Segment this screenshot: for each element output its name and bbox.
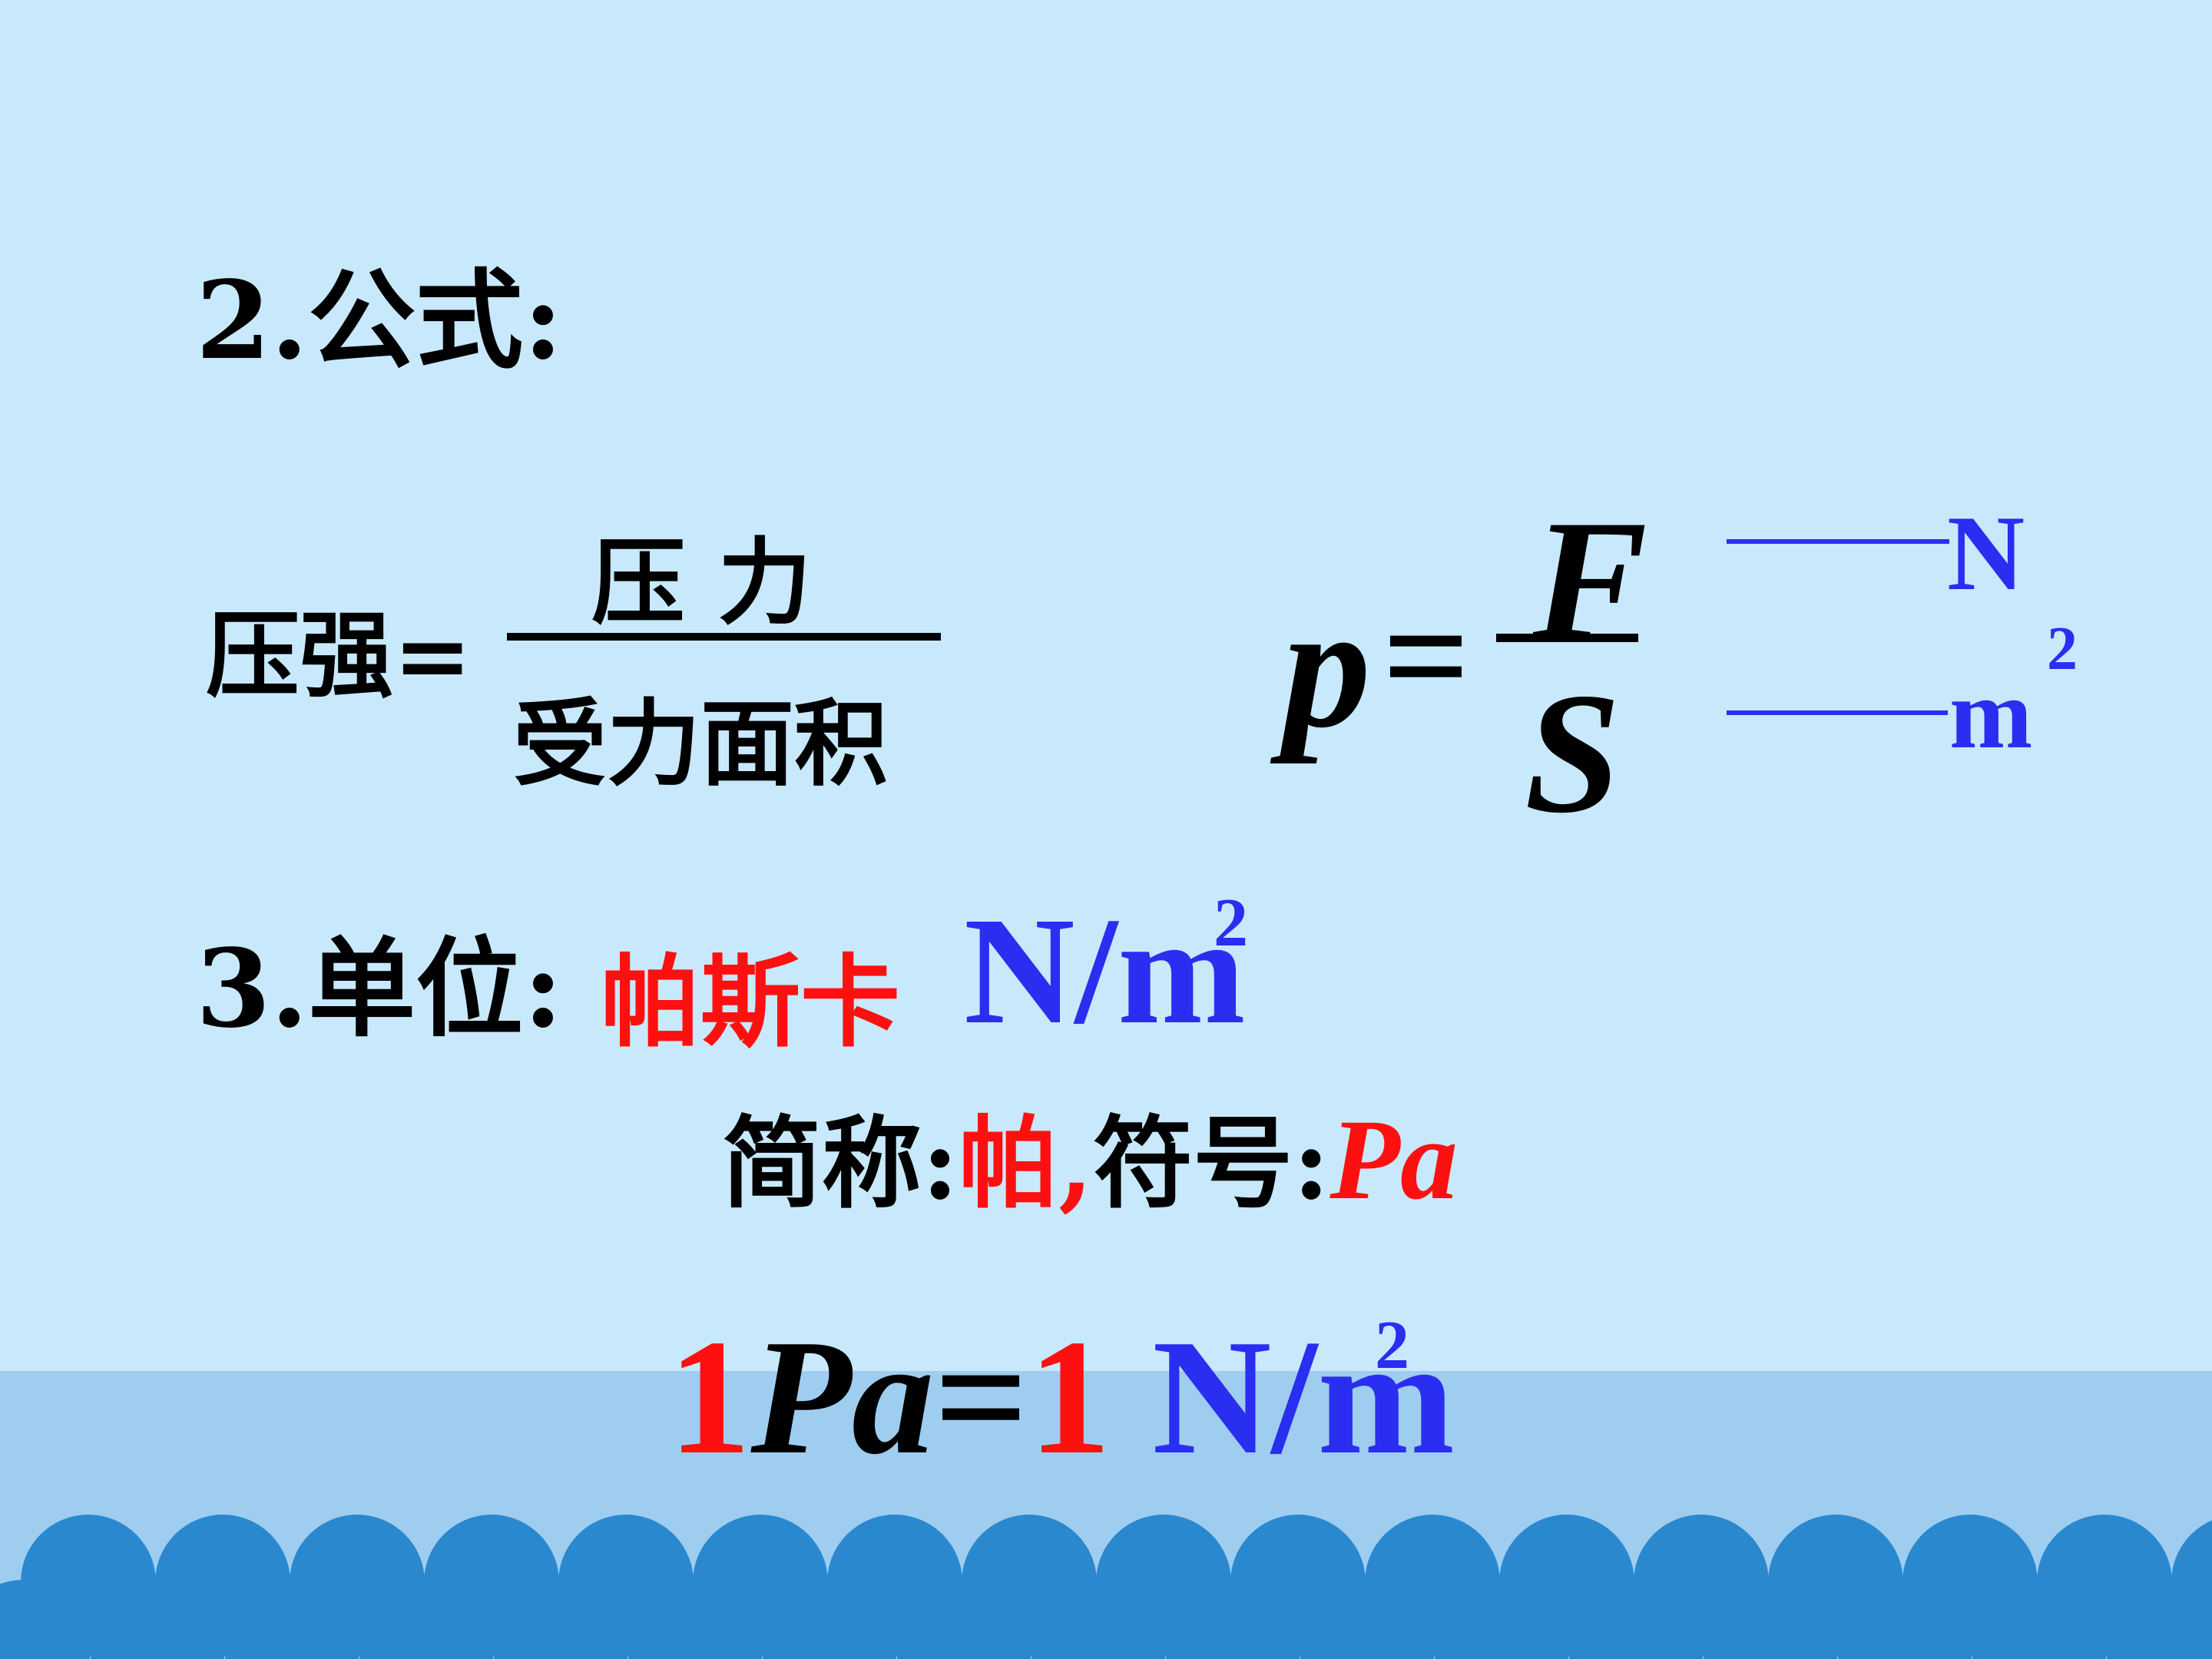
fraction-denominator: 受力面积 — [513, 688, 888, 799]
wave-scallop — [493, 1580, 628, 1659]
fraction-bar — [507, 633, 941, 641]
force-unit: N — [1947, 494, 2025, 613]
unit-nm-exponent: 2 — [1214, 885, 1248, 961]
wave-scallop — [1300, 1580, 1435, 1659]
symbol-f: F — [1532, 484, 1648, 676]
wave-scallop — [2106, 1580, 2212, 1659]
area-unit-exponent: 2 — [2047, 615, 2078, 683]
heading-unit: 3.单位: — [196, 926, 563, 1052]
abbr-value: 帕, — [959, 1104, 1094, 1222]
equation-exponent: 2 — [1375, 1307, 1409, 1383]
pascal-equation: 1Pa=1 N/m — [668, 1302, 1455, 1492]
wave-scallop — [1837, 1580, 1972, 1659]
symbol-value: Pa — [1330, 1096, 1458, 1224]
wave-scallop — [0, 1580, 91, 1659]
equation-pa: Pa — [750, 1305, 935, 1488]
wave-scallop — [1434, 1580, 1569, 1659]
wave-scallop — [1568, 1580, 1704, 1659]
wave-scallop — [628, 1580, 763, 1659]
wave-scallop — [224, 1580, 359, 1659]
equation-nm: N/m — [1111, 1305, 1455, 1488]
abbr-label: 简称: — [722, 1104, 959, 1222]
wave-scallop — [1165, 1580, 1300, 1659]
wave-scallop — [762, 1580, 897, 1659]
wave-scallop — [1031, 1580, 1166, 1659]
area-unit-line — [1727, 710, 1948, 715]
equation-one-left: 1 — [668, 1305, 751, 1488]
wave-decoration — [0, 1515, 2212, 1659]
abbreviation-line: 简称:帕,符号:Pa — [722, 1083, 1458, 1227]
area-unit: m — [1949, 659, 2033, 770]
heading-formula: 2.公式: — [196, 258, 563, 384]
fraction-numerator: 压 力 — [591, 527, 812, 637]
symbol-fraction-bar — [1496, 634, 1638, 642]
force-unit-line — [1727, 539, 1949, 544]
pressure-label: 压强= — [206, 600, 472, 710]
wave-scallop — [90, 1580, 225, 1659]
equation-equals: = — [934, 1305, 1028, 1488]
symbol-s: S — [1525, 657, 1621, 849]
symbol-equals: = — [1382, 571, 1470, 741]
wave-scallop — [359, 1580, 494, 1659]
wave-scallop — [1703, 1580, 1838, 1659]
wave-scallop — [896, 1580, 1031, 1659]
unit-nm: N/m — [964, 886, 1246, 1056]
symbol-p: p — [1283, 568, 1371, 764]
wave-scallop — [1972, 1580, 2107, 1659]
unit-name: 帕斯卡 — [601, 943, 901, 1061]
symbol-label: 符号: — [1093, 1104, 1330, 1222]
equation-one-right: 1 — [1028, 1305, 1111, 1488]
